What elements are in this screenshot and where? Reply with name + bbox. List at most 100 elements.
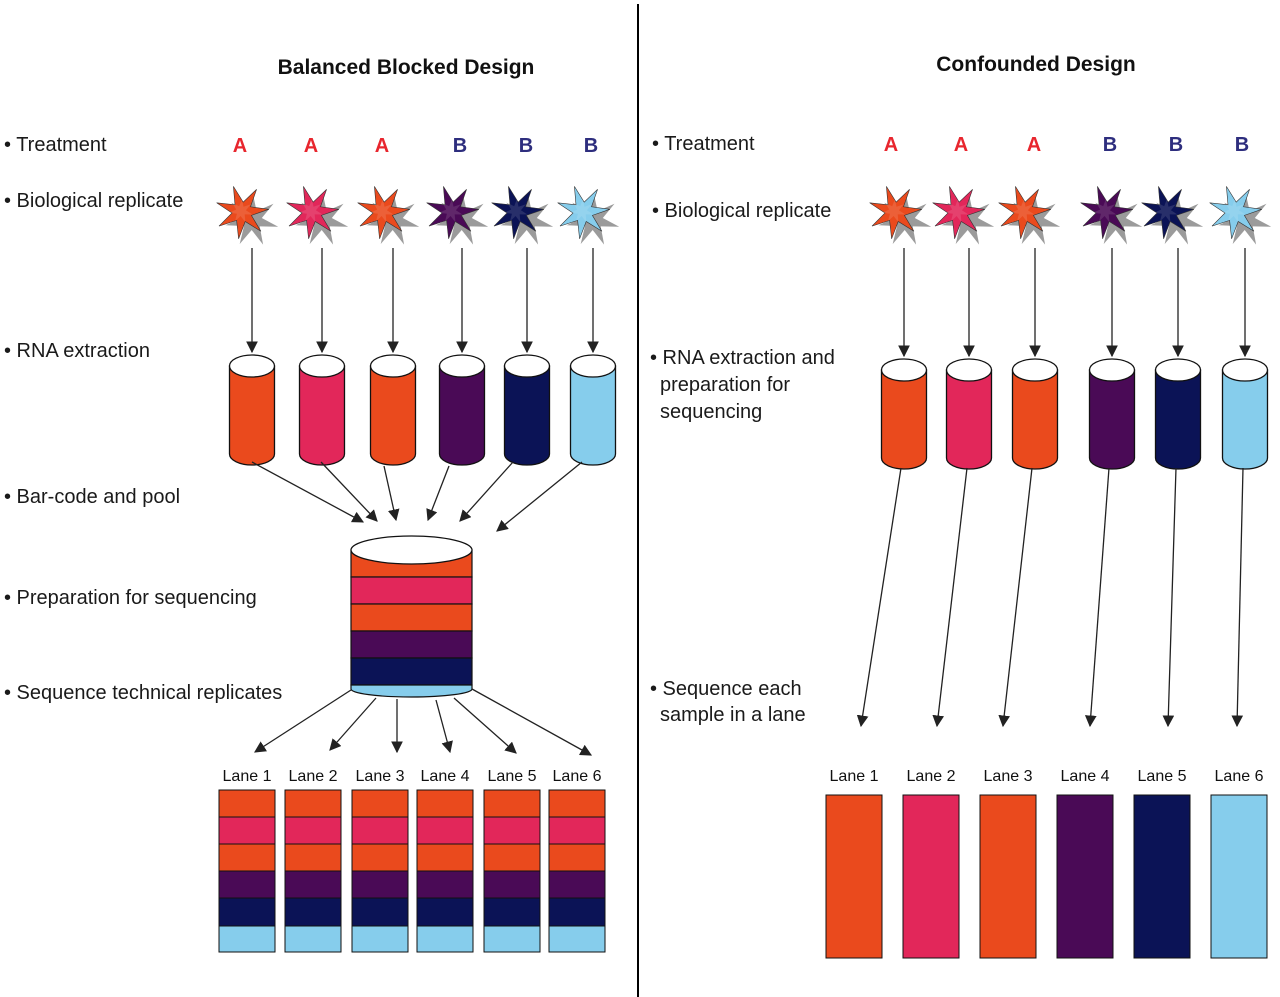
left-pool-to-lane-arrow	[453, 697, 517, 754]
pool-layer-5	[350, 657, 473, 686]
right-lane-2	[902, 794, 960, 959]
left-lane-label: Lane 2	[289, 768, 338, 785]
right-step-rna-line3: sequencing	[660, 401, 762, 423]
right-lane-5	[1133, 794, 1191, 959]
left-step-barcode-pool: • Bar-code and pool	[4, 486, 180, 508]
right-diagram-elements: A A A B B B Lane 1 Lane 2 Lane 3 Lane 4 Lane 5 Lane…	[825, 134, 1272, 959]
left-biological-replicate-cell-4	[426, 186, 489, 245]
right-lane-label: Lane 6	[1215, 768, 1264, 785]
left-lane-label: Lane 5	[488, 768, 537, 785]
left-lane-3	[351, 789, 409, 953]
right-step-sequence-line2: sample in a lane	[660, 704, 806, 726]
left-treatment-label: A	[375, 135, 389, 157]
right-tube-to-lane-arrow	[1162, 467, 1177, 728]
pool-layer-4	[350, 630, 473, 659]
left-title: Balanced Blocked Design	[278, 56, 535, 79]
left-lane-label: Lane 4	[421, 768, 470, 785]
left-rna-tube-6	[569, 354, 617, 466]
right-lane-3	[979, 794, 1037, 959]
left-pool-to-lane-arrow	[329, 697, 377, 751]
left-treatment-label: A	[304, 135, 318, 157]
left-treatment-label: B	[519, 135, 533, 157]
right-lane-label: Lane 3	[984, 768, 1033, 785]
right-step-rna-line1: • RNA extraction and	[650, 347, 835, 369]
left-lane-6	[548, 789, 606, 953]
right-lane-4	[1056, 794, 1114, 959]
right-treatment-label: B	[1103, 134, 1117, 156]
left-biological-replicate-cell-3	[357, 186, 420, 245]
left-treatment-label: A	[233, 135, 247, 157]
left-biological-replicate-cell-5	[491, 186, 554, 245]
left-step-rna-extraction: • RNA extraction	[4, 340, 150, 362]
left-biological-replicate-cell-6	[557, 186, 620, 245]
right-step-sequence-line1: • Sequence each	[650, 678, 802, 700]
left-tube-to-pool-arrow	[383, 465, 400, 522]
left-pool-to-lane-arrow	[471, 688, 593, 756]
right-biological-replicate-cell-5	[1141, 186, 1204, 245]
right-biological-replicate-cell-6	[1209, 186, 1272, 245]
pool-layer-3	[350, 603, 473, 632]
right-tube-to-lane-arrow	[1231, 467, 1244, 728]
pool-layer-6	[350, 684, 473, 698]
right-biological-replicate-cell-4	[1080, 186, 1143, 245]
right-title: Confounded Design	[936, 53, 1135, 76]
left-step-biological-replicate: • Biological replicate	[4, 190, 183, 212]
left-lane-1	[218, 789, 276, 953]
left-step-treatment: • Treatment	[4, 134, 107, 156]
left-biological-replicate-cell-1	[216, 186, 279, 245]
right-rna-tube-2	[945, 358, 993, 470]
right-biological-replicate-cell-2	[932, 186, 995, 245]
right-step-treatment: • Treatment	[652, 133, 755, 155]
left-rna-tube-2	[298, 354, 346, 466]
right-lane-6	[1210, 794, 1268, 959]
right-lane-label: Lane 5	[1138, 768, 1187, 785]
right-rna-tube-5	[1154, 358, 1202, 470]
right-rna-tube-1	[880, 358, 928, 470]
left-tube-to-pool-arrow	[459, 461, 514, 522]
right-rna-tube-3	[1011, 358, 1059, 470]
right-biological-replicate-cell-3	[998, 186, 1061, 245]
left-rna-tube-5	[503, 354, 551, 466]
right-tube-to-lane-arrow	[932, 467, 968, 728]
left-lane-label: Lane 6	[553, 768, 602, 785]
right-lane-label: Lane 2	[907, 768, 956, 785]
right-step-biological-replicate: • Biological replicate	[652, 200, 831, 222]
left-tube-to-pool-arrow	[251, 461, 365, 523]
right-treatment-label: B	[1169, 134, 1183, 156]
right-lane-label: Lane 4	[1061, 768, 1110, 785]
right-treatment-label: B	[1235, 134, 1249, 156]
left-pool-to-lane-arrow	[435, 699, 453, 754]
left-tube-to-pool-arrow	[320, 461, 378, 522]
right-lane-1	[825, 794, 883, 959]
right-treatment-label: A	[954, 134, 968, 156]
left-treatment-label: B	[453, 135, 467, 157]
right-step-rna-line2: preparation for	[660, 374, 790, 396]
left-tube-to-pool-arrow	[426, 465, 450, 522]
right-tube-to-lane-arrow	[1084, 467, 1110, 728]
left-rna-tube-4	[438, 354, 486, 466]
right-tube-to-lane-arrow	[998, 467, 1033, 728]
left-treatment-label: B	[584, 135, 598, 157]
pool-layer-2	[350, 576, 473, 605]
left-tube-to-pool-arrow	[496, 461, 583, 532]
right-treatment-label: A	[884, 134, 898, 156]
left-biological-replicate-cell-2	[286, 186, 349, 245]
left-rna-tube-3	[369, 354, 417, 466]
right-lane-label: Lane 1	[830, 768, 879, 785]
right-biological-replicate-cell-1	[869, 186, 932, 245]
left-rna-tube-1	[228, 354, 276, 466]
right-rna-tube-4	[1088, 358, 1136, 470]
left-lane-5	[483, 789, 541, 953]
left-lane-label: Lane 3	[356, 768, 405, 785]
pooled-sample-cylinder	[350, 535, 473, 698]
left-step-preparation: • Preparation for sequencing	[4, 587, 257, 609]
left-step-sequence-technical: • Sequence technical replicates	[4, 682, 282, 704]
right-rna-tube-6	[1221, 358, 1269, 470]
left-diagram-elements: A A A B B B Lane 1 Lane 2 Lane 3 Lane 4 Lane 5 Lane…	[216, 135, 620, 953]
right-tube-to-lane-arrow	[856, 467, 902, 728]
left-lane-2	[284, 789, 342, 953]
right-treatment-label: A	[1027, 134, 1041, 156]
left-lane-4	[416, 789, 474, 953]
left-lane-label: Lane 1	[223, 768, 272, 785]
